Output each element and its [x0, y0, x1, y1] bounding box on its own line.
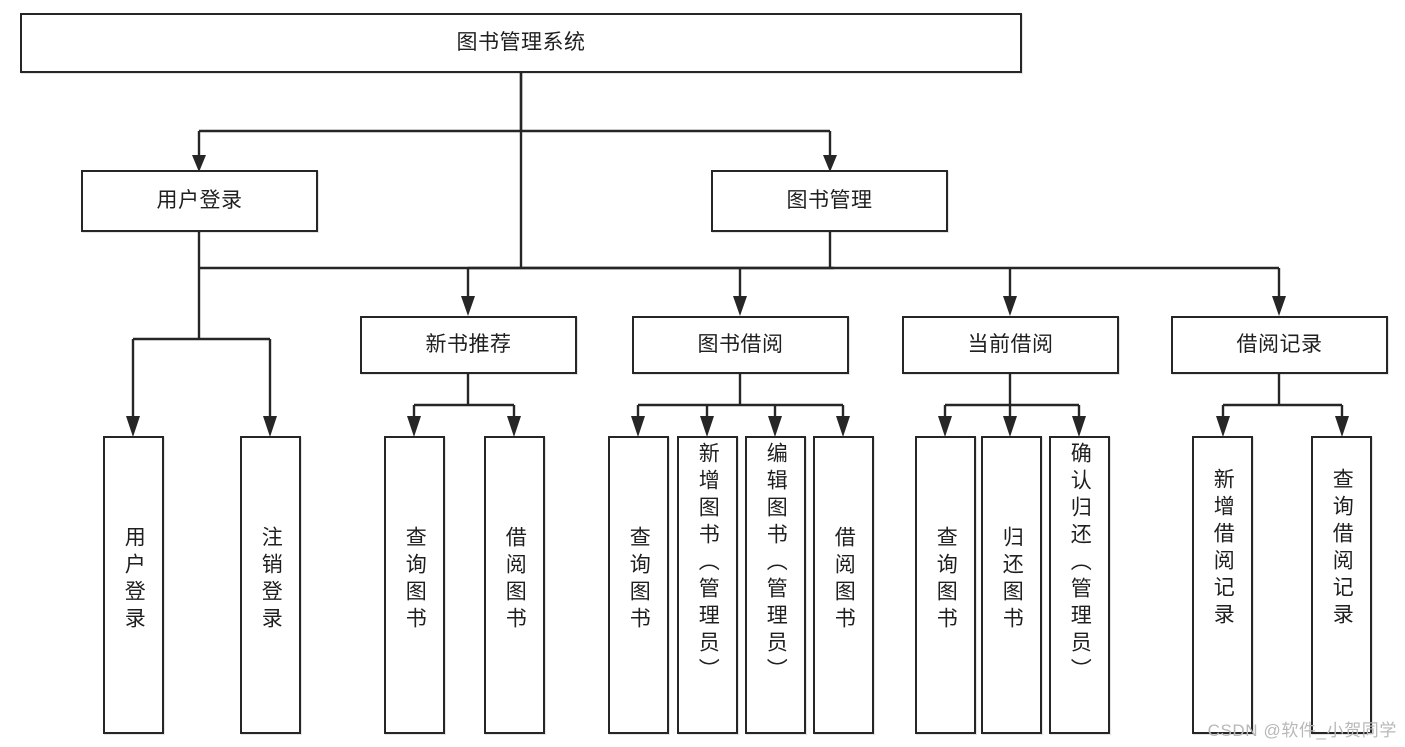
node-book-manage[interactable]: 图书管理: [711, 170, 948, 232]
node-new-book-rec[interactable]: 新书推荐: [360, 316, 577, 374]
arrowhead-book-borrow: [733, 296, 747, 316]
node-leaf-logout[interactable]: 注销登录: [240, 436, 301, 734]
arrowhead-leaf-query-book-3: [938, 416, 952, 437]
arrowhead-leaf-query-record: [1335, 416, 1349, 437]
node-leaf-query-record[interactable]: 查询借阅记录: [1311, 436, 1372, 734]
arrowhead-leaf-edit-book: [768, 416, 782, 437]
node-leaf-borrow-book-2[interactable]: 借阅图书: [813, 436, 874, 734]
node-book-borrow-label: 图书借阅: [697, 333, 784, 357]
node-leaf-return-book[interactable]: 归还图书: [981, 436, 1042, 734]
arrowhead-leaf-user-login: [126, 416, 140, 437]
node-borrow-record-label: 借阅记录: [1236, 333, 1323, 357]
arrowhead-leaf-borrow-book-2: [836, 416, 850, 437]
arrowhead-leaf-query-book-1: [407, 416, 421, 437]
arrowhead-new-book-rec: [461, 296, 475, 316]
arrowhead-leaf-confirm-return: [1072, 416, 1086, 437]
node-leaf-return-book-label: 归还图书: [1000, 526, 1024, 634]
arrowhead-current-borrow: [1003, 296, 1017, 316]
node-borrow-record[interactable]: 借阅记录: [1171, 316, 1388, 374]
node-leaf-query-book-2-label: 查询图书: [627, 526, 651, 634]
node-leaf-borrow-book-1[interactable]: 借阅图书: [484, 436, 545, 734]
node-leaf-add-record-label: 新增借阅记录: [1211, 468, 1235, 630]
node-leaf-add-record[interactable]: 新增借阅记录: [1192, 436, 1253, 734]
arrowhead-leaf-add-book: [700, 416, 714, 437]
arrowhead-leaf-borrow-book-1: [507, 416, 521, 437]
node-leaf-query-book-3[interactable]: 查询图书: [915, 436, 976, 734]
node-root-label: 图书管理系统: [456, 31, 586, 55]
node-leaf-query-record-label: 查询借阅记录: [1330, 468, 1354, 630]
node-current-borrow-label: 当前借阅: [967, 333, 1054, 357]
node-root[interactable]: 图书管理系统: [20, 13, 1022, 73]
node-leaf-confirm-return[interactable]: 确认归还（管理员）: [1049, 436, 1110, 734]
node-leaf-query-book-1[interactable]: 查询图书: [384, 436, 445, 734]
node-book-manage-label: 图书管理: [786, 189, 873, 213]
node-leaf-add-book-label: 新增图书（管理员）: [696, 442, 720, 685]
node-leaf-query-book-1-label: 查询图书: [403, 526, 427, 634]
arrowhead-leaf-logout: [263, 416, 277, 437]
node-user-login[interactable]: 用户登录: [81, 170, 318, 232]
node-leaf-query-book-3-label: 查询图书: [934, 526, 958, 634]
node-leaf-user-login[interactable]: 用户登录: [103, 436, 164, 734]
arrowhead-leaf-query-book-2: [631, 416, 645, 437]
node-leaf-borrow-book-2-label: 借阅图书: [832, 526, 856, 634]
arrowhead-borrow-record: [1272, 296, 1286, 316]
node-leaf-query-book-2[interactable]: 查询图书: [608, 436, 669, 734]
node-leaf-logout-label: 注销登录: [259, 526, 283, 634]
csdn-watermark: CSDN @软件_小贺同学: [1207, 721, 1397, 740]
node-leaf-edit-book-label: 编辑图书（管理员）: [764, 442, 788, 685]
node-leaf-borrow-book-1-label: 借阅图书: [503, 526, 527, 634]
arrowhead-leaf-add-record: [1216, 416, 1230, 437]
node-new-book-rec-label: 新书推荐: [425, 333, 512, 357]
node-leaf-add-book[interactable]: 新增图书（管理员）: [677, 436, 738, 734]
node-leaf-confirm-return-label: 确认归还（管理员）: [1068, 442, 1092, 685]
node-leaf-edit-book[interactable]: 编辑图书（管理员）: [745, 436, 806, 734]
arrowhead-leaf-return-book: [1003, 416, 1017, 437]
node-user-login-label: 用户登录: [156, 189, 243, 213]
node-current-borrow[interactable]: 当前借阅: [902, 316, 1119, 374]
node-leaf-user-login-label: 用户登录: [122, 526, 146, 634]
node-book-borrow[interactable]: 图书借阅: [632, 316, 849, 374]
